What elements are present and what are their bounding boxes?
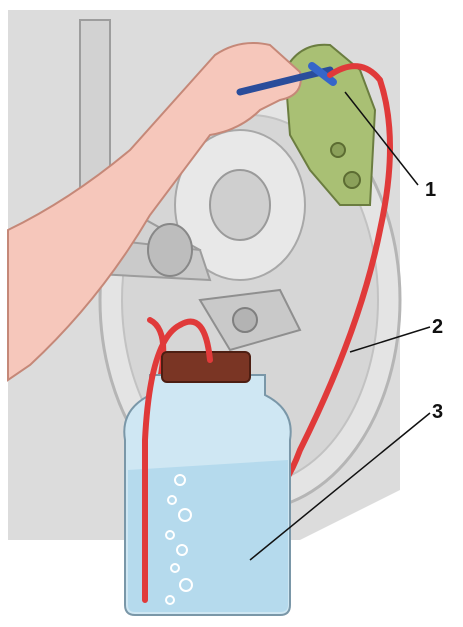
callout-1: 1 [425, 179, 436, 201]
bottle-cap [162, 352, 250, 382]
callout-2: 2 [432, 316, 443, 338]
callout-3: 3 [432, 401, 443, 423]
